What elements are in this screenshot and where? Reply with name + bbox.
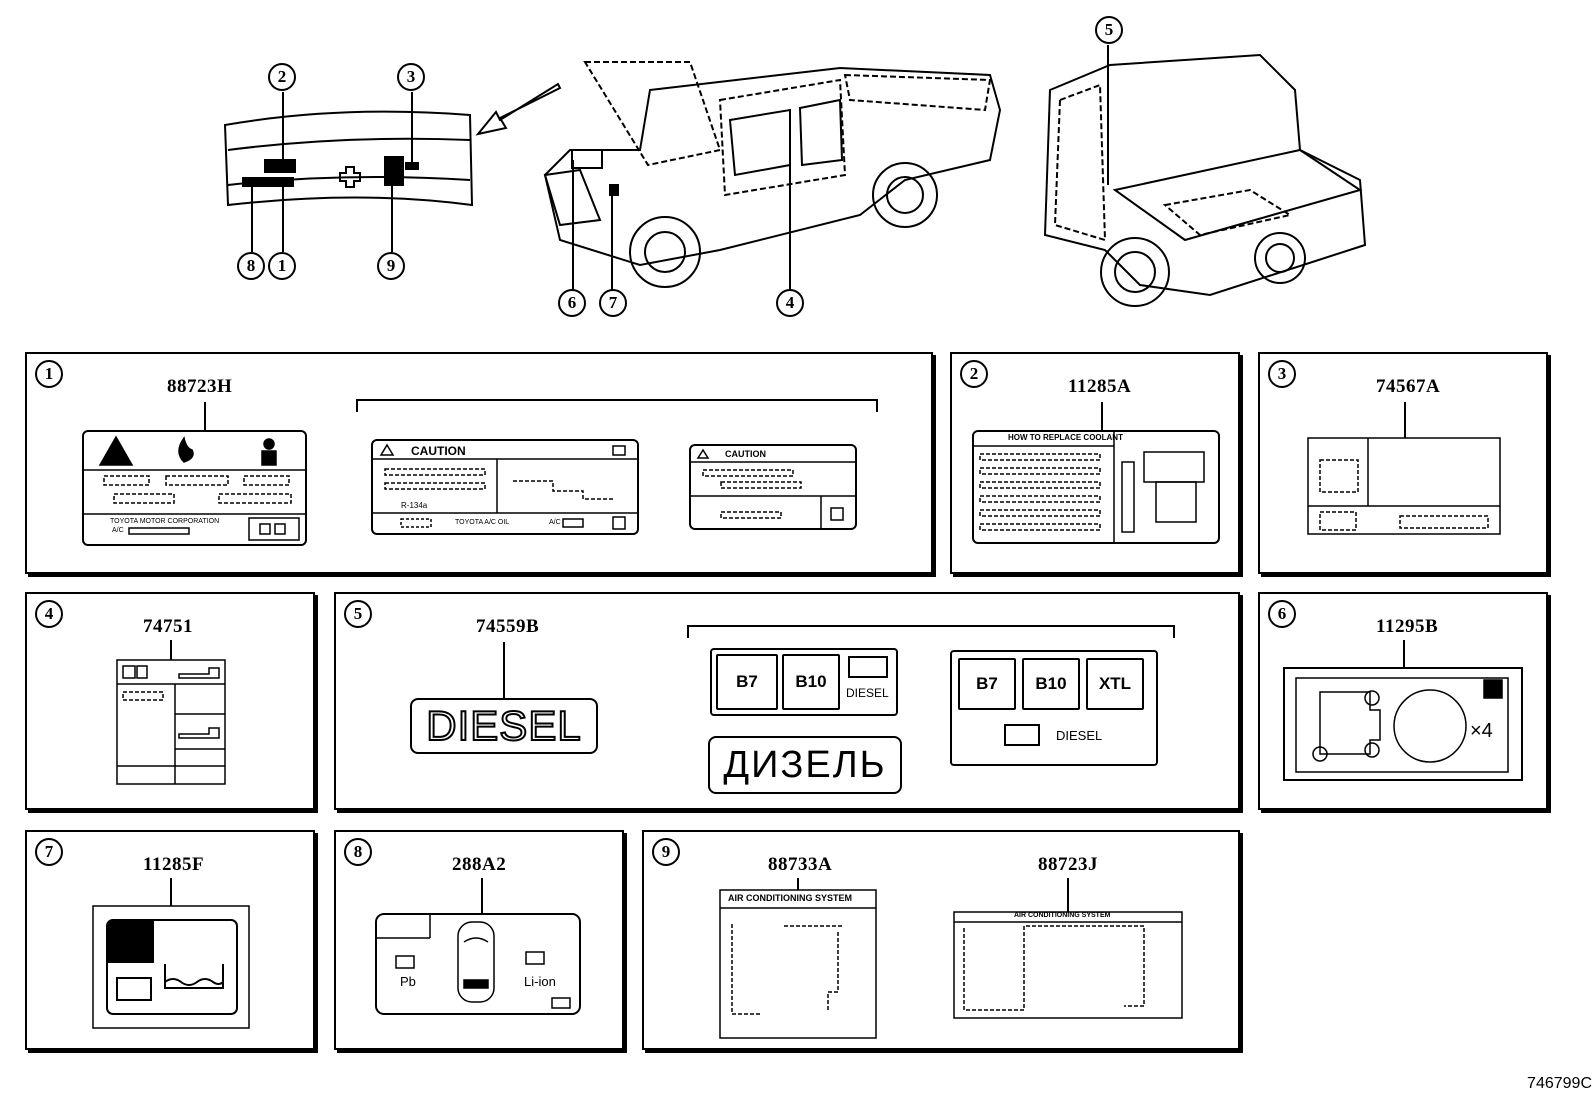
callout-4: 4 [776,289,804,317]
b7-text-b: B7 [976,674,998,693]
manual-icon-b [1004,724,1040,746]
diagram-code: 746799C [1527,1075,1592,1092]
person-icon [263,438,275,450]
panel-5: 5 74559B DIESEL ДИЗЕЛЬ B7 B10 DIESEL B7 … [334,592,1240,810]
diesel-small-b: DIESEL [1056,728,1103,743]
pb-text: Pb [400,974,416,989]
oil-text: TOYOTA A/C OIL [455,519,510,526]
panel-3: 3 74567A [1258,352,1548,574]
panel-1-index: 1 [35,360,63,388]
ac-system-title-b: AIR CONDITIONING SYSTEM [1014,912,1111,919]
liion-text: Li-ion [524,974,556,989]
overview-illustration [223,45,1367,307]
part-number-288A2: 288A2 [452,854,507,875]
label-88723h-a: TOYOTA MOTOR CORPORATION A/C [82,430,307,546]
maker-text: TOYOTA MOTOR CORPORATION [110,518,220,525]
panel-7-index: 7 [35,838,63,866]
diesel-ru-badge: ДИЗЕЛЬ [708,736,902,794]
b10-text-b: B10 [1035,674,1067,693]
callout-1: 1 [268,252,296,280]
panel-5-index: 5 [344,600,372,628]
fuel-label-a: B7 B10 DIESEL [710,648,898,716]
callout-7: 7 [599,289,627,317]
callout-9: 9 [377,252,405,280]
label-11285a: HOW TO REPLACE COOLANT [972,430,1220,544]
panel-1: 1 88723H [25,352,933,574]
rear-truck [1043,53,1367,297]
panel-9: 9 88733A 88723J AIR CONDITIONING SYSTEM … [642,830,1240,1050]
diesel-badge: DIESEL [410,698,598,754]
panel-3-index: 3 [1268,360,1296,388]
ac-text: A/C [112,527,124,534]
part-number-88733A: 88733A [768,854,833,875]
panel-6-index: 6 [1268,600,1296,628]
callout-8: 8 [237,252,265,280]
fuel-label-b: B7 B10 XTL DIESEL [950,650,1158,766]
callout-6: 6 [558,289,586,317]
front-truck [583,61,722,167]
label-88723h-c: CAUTION [689,444,857,530]
part-number-11285F: 11285F [143,854,205,875]
part-number-74567A: 74567A [1376,376,1441,397]
flame-icon [178,436,194,463]
refrigerant-text: R-134a [401,501,428,510]
xtl-text: XTL [1098,674,1132,693]
manual-icon [848,656,888,678]
ac-system-title-a: AIR CONDITIONING SYSTEM [728,893,853,903]
caution-small-text: CAUTION [725,449,766,459]
diesel-ru-text: ДИЗЕЛЬ [723,743,887,786]
panel-9-index: 9 [652,838,680,866]
part-number-88723H: 88723H [167,376,233,397]
part-number-74751: 74751 [143,616,193,637]
label-88723h-b: CAUTION R-134a TOYOTA A/C OIL A/C [371,439,639,535]
multiply-text: ×4 [1470,720,1493,742]
panel-8: 8 288A2 Pb Li-ion [334,830,624,1050]
callout-5: 5 [1095,16,1123,44]
part-number-74559B: 74559B [476,616,540,637]
part-number-88723J: 88723J [1038,854,1098,875]
b7-text: B7 [736,672,758,691]
diesel-small-a: DIESEL [846,686,889,700]
diesel-text: DIESEL [425,701,582,750]
panel-4: 4 74751 [25,592,315,810]
panel-8-index: 8 [344,838,372,866]
warning-icon [98,435,134,466]
panel-2-index: 2 [960,360,988,388]
callout-3: 3 [397,63,425,91]
panel-4-index: 4 [35,600,63,628]
b10-text: B10 [795,672,827,691]
panel-6: 6 11295B ×4 [1258,592,1548,810]
panel-7: 7 11285F [25,830,315,1050]
hood-underside [223,110,474,207]
panel-2: 2 11285A HOW TO REPLACE COOLANT [950,352,1240,574]
coolant-heading: HOW TO REPLACE COOLANT [1008,433,1123,442]
caution-big-text: CAUTION [411,444,466,458]
ac-text-b: A/C [549,519,561,526]
callout-2: 2 [268,63,296,91]
part-number-11295B: 11295B [1376,616,1439,637]
arrow-icon [475,82,562,136]
part-number-11285A: 11285A [1068,376,1132,397]
